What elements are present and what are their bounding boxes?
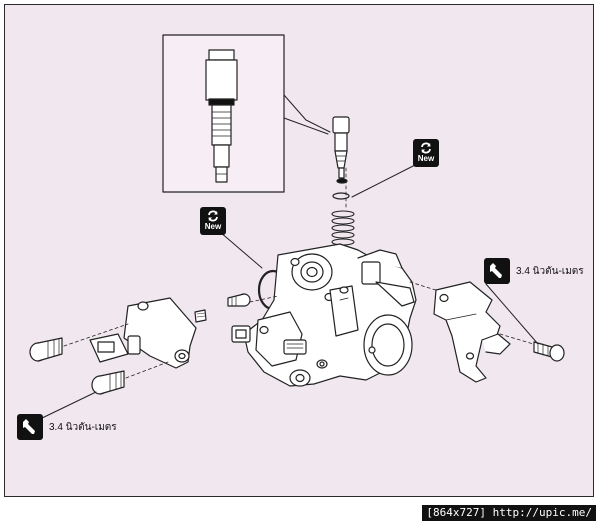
idle-valve bbox=[332, 116, 350, 200]
refresh-cycle-icon bbox=[208, 210, 218, 222]
mounting-bracket bbox=[433, 281, 511, 383]
bracket-screw bbox=[533, 341, 565, 362]
new-part-icon: New bbox=[413, 139, 439, 167]
sensor-screws bbox=[29, 337, 125, 395]
watermark: [864x727] http://upic.me/ bbox=[422, 505, 596, 521]
throttle-body bbox=[231, 243, 417, 387]
torque-callout-lower-left: 3.4 นิวตัน-เมตร bbox=[17, 414, 117, 440]
new-tag-label: New bbox=[417, 154, 435, 163]
wrench-icon bbox=[484, 258, 510, 284]
new-tag-label: New bbox=[204, 222, 222, 231]
wrench-icon bbox=[17, 414, 43, 440]
torque-value: 3.4 นิวตัน-เมตร bbox=[49, 421, 117, 433]
center-bolt bbox=[194, 293, 251, 323]
refresh-cycle-icon bbox=[421, 142, 431, 154]
diagram-frame bbox=[4, 4, 594, 497]
spring bbox=[331, 210, 355, 246]
new-part-icon: New bbox=[200, 207, 226, 235]
detail-inset bbox=[162, 34, 285, 193]
throttle-position-sensor bbox=[89, 297, 197, 369]
torque-value: 3.4 นิวตัน-เมตร bbox=[516, 265, 584, 277]
torque-callout-upper-right: 3.4 นิวตัน-เมตร bbox=[484, 258, 584, 284]
